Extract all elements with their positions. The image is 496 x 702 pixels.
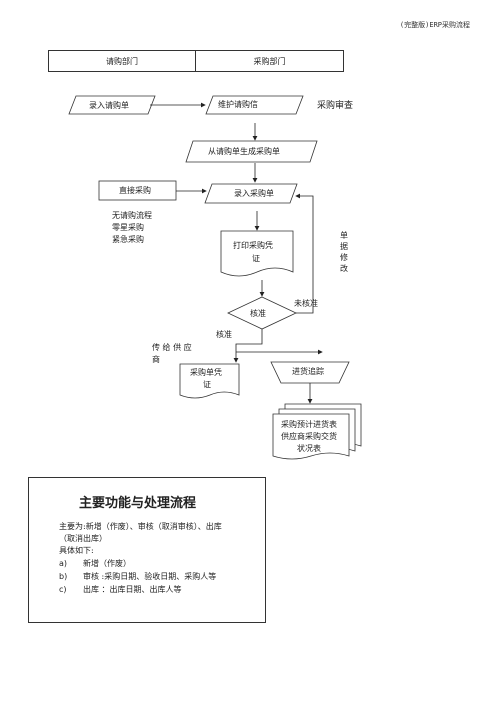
arrow-approved-branch bbox=[235, 329, 263, 352]
print-voucher-shape bbox=[220, 230, 294, 277]
functions-intro-2: （取消出库） bbox=[59, 534, 107, 543]
node-generate-order: 从请购单生成采购单 bbox=[208, 147, 280, 156]
node-direct-purchase: 直接采购 bbox=[119, 186, 151, 195]
arrow-not-approved-loop bbox=[295, 193, 314, 314]
functions-intro-3: 具体如下: bbox=[59, 546, 94, 555]
flowchart bbox=[68, 95, 362, 460]
track-receiving-shape bbox=[270, 361, 350, 384]
functions-item-text: 审核 :采购日期、验收日期、采购人等 bbox=[83, 572, 217, 581]
label-purchase-review: 采购审查 bbox=[317, 101, 354, 111]
label-not-approved: 未核准 bbox=[294, 299, 318, 308]
node-track-receiving: 进货追踪 bbox=[292, 367, 324, 376]
label-modify-3: 修 bbox=[340, 253, 348, 262]
label-send-supplier-2: 商 bbox=[152, 355, 160, 364]
enter-order-shape bbox=[204, 183, 298, 204]
node-print-voucher-1: 打印采购凭 bbox=[233, 241, 273, 250]
direct-purchase-shape bbox=[98, 180, 177, 201]
functions-item-key: a) bbox=[59, 559, 68, 568]
functions-item-a: a) 新增（作废） bbox=[59, 557, 265, 570]
note-no-requisition-2: 零星采购 bbox=[112, 223, 144, 232]
functions-item-c: c) 出库 ：出库日期、出库人等 bbox=[59, 583, 265, 596]
functions-item-key: c) bbox=[59, 585, 67, 594]
functions-item-text: 出库 ：出库日期、出库人等 bbox=[83, 585, 182, 594]
generate-order-shape bbox=[185, 140, 318, 163]
label-send-supplier-1: 传 给 供 应 bbox=[152, 343, 192, 352]
document-header: (完整版)ERP采购流程 bbox=[399, 21, 470, 29]
maintain-requisition-shape bbox=[205, 95, 304, 115]
node-approve: 核准 bbox=[250, 309, 266, 318]
report-doc-front bbox=[272, 413, 350, 460]
node-report-1: 采购预计进货表 bbox=[281, 420, 337, 429]
node-order-voucher-2: 证 bbox=[203, 380, 211, 389]
node-enter-requisition: 录入请购单 bbox=[89, 101, 129, 110]
label-modify-4: 改 bbox=[340, 264, 348, 273]
label-modify-1: 单 bbox=[340, 231, 348, 240]
functions-title: 主要功能与处理流程 bbox=[79, 496, 197, 511]
label-approved: 核准 bbox=[216, 330, 232, 339]
node-order-voucher-1: 采购单凭 bbox=[190, 368, 222, 377]
note-no-requisition-3: 紧急采购 bbox=[112, 235, 144, 244]
label-modify-2: 据 bbox=[340, 242, 348, 251]
node-report-3: 状况表 bbox=[297, 444, 321, 453]
functions-item-text: 新增（作废） bbox=[83, 559, 131, 568]
functions-intro-1: 主要为:新增（作废）、审核（取消审核）、出库 bbox=[59, 522, 222, 531]
node-print-voucher-2: 证 bbox=[252, 254, 260, 263]
node-report-2: 供应商采购交货 bbox=[281, 432, 337, 441]
node-enter-order: 录入采购单 bbox=[234, 189, 274, 198]
column-purchasing-department: 采购部门 bbox=[195, 50, 344, 72]
enter-requisition-shape bbox=[68, 95, 156, 115]
note-no-requisition-1: 无请购流程 bbox=[112, 211, 152, 220]
order-voucher-shape bbox=[179, 363, 240, 399]
functions-item-key: b) bbox=[59, 572, 68, 581]
node-maintain-requisition: 维护请购信 bbox=[218, 100, 258, 109]
functions-box: 主要功能与处理流程 主要为:新增（作废）、审核（取消审核）、出库 （取消出库） … bbox=[28, 477, 266, 623]
functions-item-b: b) 审核 :采购日期、验收日期、采购人等 bbox=[59, 570, 265, 583]
